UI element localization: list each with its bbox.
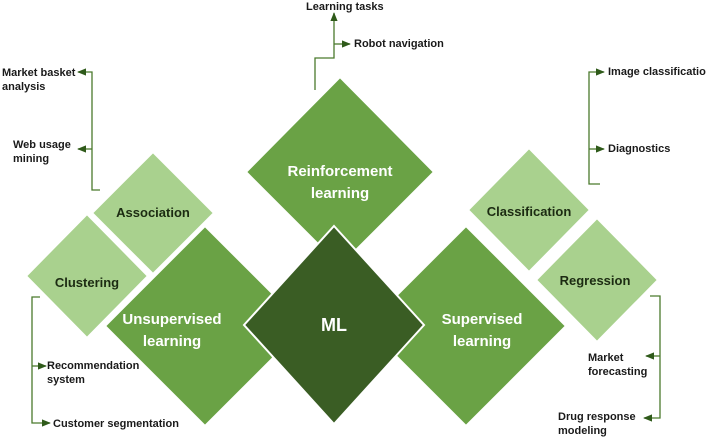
supervised-label: Supervised learning bbox=[0, 309, 706, 353]
market-forecasting-line2: forecasting bbox=[588, 366, 648, 378]
market-forecasting-label: Market forecasting bbox=[588, 351, 647, 379]
image-classification-label: Image classification bbox=[608, 66, 706, 78]
drug-response-line2: modeling bbox=[558, 425, 607, 437]
supervised-line1: Supervised bbox=[441, 311, 523, 328]
ml-label: ML bbox=[321, 315, 347, 335]
learning-tasks-label: Learning tasks bbox=[306, 1, 384, 13]
ml-diamond bbox=[242, 224, 426, 426]
reinforcement-label: Reinforcement learning bbox=[0, 161, 680, 205]
market-basket-line1: Market basket bbox=[2, 67, 76, 79]
association-diamond bbox=[90, 150, 216, 276]
diagnostics-label: Diagnostics bbox=[608, 143, 671, 155]
customer-segmentation-label: Customer segmentation bbox=[53, 418, 179, 430]
robot-navigation-label: Robot navigation bbox=[354, 38, 444, 50]
connector-customer-segmentation bbox=[31, 296, 51, 427]
reinforcement-line1: Reinforcement bbox=[287, 163, 393, 180]
clustering-label: Clustering bbox=[54, 275, 120, 290]
classification-label: Classification bbox=[486, 204, 572, 219]
drug-response-label: Drug response modeling bbox=[558, 410, 636, 438]
web-usage-line2: mining bbox=[13, 153, 50, 165]
connector-learning-tasks bbox=[314, 12, 338, 90]
web-usage-line1: Web usage bbox=[13, 139, 71, 151]
regression-diamond bbox=[534, 216, 660, 344]
connector-market-basket bbox=[77, 68, 100, 191]
recommendation-label: Recommendation system bbox=[47, 359, 139, 387]
supervised-line2: learning bbox=[452, 333, 512, 350]
association-label: Association bbox=[116, 205, 190, 220]
market-basket-line2: analysis bbox=[2, 81, 46, 93]
recommendation-line1: Recommendation bbox=[47, 360, 140, 372]
market-forecasting-line1: Market bbox=[588, 352, 624, 364]
unsupervised-label: Unsupervised learning bbox=[0, 309, 344, 353]
reinforcement-line2: learning bbox=[310, 185, 370, 202]
drug-response-line1: Drug response bbox=[558, 411, 636, 423]
unsupervised-diamond bbox=[103, 224, 307, 428]
unsupervised-line2: learning bbox=[142, 333, 202, 350]
classification-diamond bbox=[466, 146, 592, 274]
connector-image-classification bbox=[588, 68, 605, 185]
market-basket-label: Market basket analysis bbox=[2, 66, 75, 94]
regression-label: Regression bbox=[559, 273, 631, 288]
web-usage-label: Web usage mining bbox=[13, 138, 71, 166]
unsupervised-line1: Unsupervised bbox=[122, 311, 222, 328]
clustering-diamond bbox=[24, 212, 150, 340]
connector-drug-response bbox=[643, 295, 661, 422]
recommendation-line2: system bbox=[47, 374, 85, 386]
supervised-diamond bbox=[364, 224, 568, 428]
connector-lines bbox=[31, 12, 661, 427]
